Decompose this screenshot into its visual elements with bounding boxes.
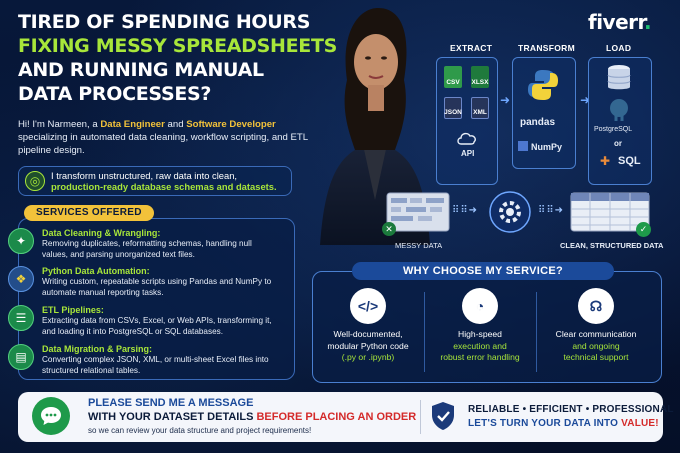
- headline-line-1: TIRED OF SPENDING HOURS: [18, 11, 311, 33]
- database-cylinder-icon: [607, 65, 631, 90]
- service-item-cleaning: ✦ Data Cleaning & Wrangling:Removing dup…: [8, 228, 272, 260]
- footer-banner: [18, 392, 663, 442]
- footer-tagline: LET'S TURN YOUR DATA INTO VALUE!: [468, 418, 659, 429]
- why-divider: [424, 292, 425, 372]
- target-icon: ◎: [25, 171, 45, 191]
- load-heading: LOAD: [606, 43, 632, 53]
- check-mark-icon: ✓: [636, 222, 651, 237]
- database-icon: ☰: [8, 305, 34, 331]
- role-software-developer: Software Developer: [186, 119, 276, 130]
- headline-line-2: FIXING MESSY SPREADSHEETS: [18, 35, 338, 57]
- postgresql-label: PostgreSQL: [594, 126, 633, 133]
- service-item-migration: ▤ Data Migration & Parsing:Converting co…: [8, 344, 272, 376]
- headline: TIRED OF SPENDING HOURS FIXING MESSY SPR…: [18, 10, 338, 106]
- services-panel: [18, 218, 295, 380]
- arrow-right-icon-2: ➜: [580, 93, 591, 107]
- transform-line-1: I transform unstructured, raw data into …: [51, 170, 238, 181]
- service-item-automation: ❖ Python Data Automation:Writing custom,…: [8, 266, 272, 298]
- transform-statement: ◎ I transform unstructured, raw data int…: [18, 166, 292, 196]
- xlsx-file-icon: XLSX: [471, 66, 489, 88]
- intro-text: Hi! I'm Narmeen, a Data Engineer and Sof…: [18, 119, 308, 156]
- chat-bubble-icon: [32, 397, 70, 435]
- why-item-code: </> Well-documented,modular Python code(…: [312, 288, 424, 364]
- messy-data-sheet-icon: [386, 192, 450, 232]
- flow-dots-icon: ⠿⠿➜: [452, 205, 479, 216]
- headset-support-icon: ☊: [578, 288, 614, 324]
- footer-divider: [420, 400, 421, 434]
- headline-line-4: DATA PROCESSES?: [18, 83, 212, 105]
- messy-data-label: MESSY DATA: [395, 241, 443, 250]
- python-logo-icon: [528, 70, 558, 100]
- api-label: API: [461, 149, 475, 158]
- code-file-icon: </>: [350, 288, 386, 324]
- footer-message-line-2: WITH YOUR DATASET DETAILS BEFORE PLACING…: [88, 411, 417, 423]
- role-data-engineer: Data Engineer: [100, 119, 165, 130]
- csv-file-icon: CSV: [444, 66, 462, 88]
- or-label: or: [614, 139, 622, 148]
- service-item-etl: ☰ ETL Pipelines:Extracting data from CSV…: [8, 305, 272, 337]
- postgresql-elephant-icon: [610, 99, 628, 121]
- numpy-icon: [518, 141, 528, 151]
- footer-values: RELIABLE • EFFICIENT • PROFESSIONAL: [468, 404, 674, 415]
- footer-message-line-3: so we can review your data structure and…: [88, 426, 312, 435]
- arrow-right-icon: ➜: [500, 93, 511, 107]
- flow-dots-icon-2: ⠿⠿➜: [538, 205, 565, 216]
- spreadsheet-clean-icon: ✦: [8, 228, 34, 254]
- xml-file-icon: XML: [471, 97, 489, 119]
- sql-label: SQL: [618, 155, 641, 167]
- extract-heading: EXTRACT: [450, 43, 493, 53]
- speedometer-icon: ◔: [462, 288, 498, 324]
- footer-message-line-1: PLEASE SEND ME A MESSAGE: [88, 397, 254, 409]
- numpy-label: NumPy: [531, 142, 563, 152]
- sql-icon: ✚: [600, 154, 611, 168]
- json-file-icon: JSON: [444, 97, 462, 119]
- cloud-icon: [457, 132, 476, 145]
- services-badge: SERVICES OFFERED: [24, 205, 154, 221]
- x-mark-icon: ✕: [382, 222, 396, 236]
- pandas-label: pandas: [520, 117, 556, 128]
- why-badge: WHY CHOOSE MY SERVICE?: [352, 262, 614, 280]
- gear-icon: [489, 191, 531, 233]
- transform-heading: TRANSFORM: [518, 43, 575, 53]
- clean-data-label: CLEAN, STRUCTURED DATA: [560, 241, 664, 250]
- clean-data-table-icon: [570, 192, 650, 232]
- shield-check-icon: [432, 402, 454, 430]
- headline-line-3: AND RUNNING MANUAL: [18, 59, 264, 81]
- document-convert-icon: ▤: [8, 344, 34, 370]
- fiverr-logo: fiverr.: [588, 10, 652, 34]
- why-divider-2: [536, 292, 537, 372]
- transform-line-2: production-ready database schemas and da…: [51, 181, 277, 192]
- python-icon: ❖: [8, 266, 34, 292]
